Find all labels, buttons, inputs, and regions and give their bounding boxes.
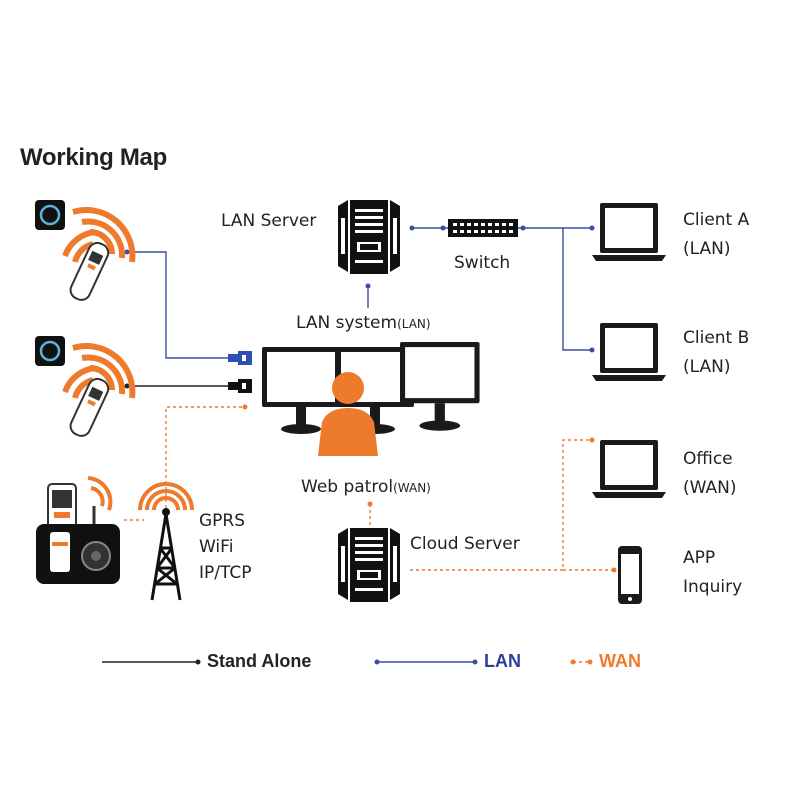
- legend-wan-line: [570, 659, 593, 665]
- lan-server-icon: [338, 200, 400, 274]
- patrol-reader-icon: [35, 336, 132, 439]
- gprs-label: GPRS WiFi IP/TCP: [199, 511, 252, 583]
- client-a-label: Client A (LAN): [683, 210, 750, 259]
- laptop-icon: [592, 323, 666, 381]
- usb-plug-icon: [228, 379, 252, 393]
- lan-connections: [127, 227, 592, 359]
- desk-dock-icon: [36, 476, 120, 584]
- app-inquiry-label: APP Inquiry: [683, 548, 743, 597]
- patrol-reader-icon: [35, 200, 132, 303]
- stand-alone-connection: [124, 383, 228, 389]
- radio-tower-icon: [138, 482, 194, 601]
- cloud-server-label: Cloud Server: [410, 534, 520, 554]
- usb-plug-icon: [228, 351, 252, 365]
- laptop-icon: [592, 440, 666, 498]
- legend-lan: LAN: [484, 651, 521, 671]
- network-switch-icon: [448, 219, 518, 237]
- smartphone-icon: [618, 546, 642, 604]
- diagram-title: Working Map: [20, 144, 167, 171]
- operator-person-icon: [318, 372, 378, 456]
- lan-server-label: LAN Server: [221, 211, 317, 231]
- lan-system-label: LAN system(LAN): [296, 313, 431, 333]
- legend-wan: WAN: [599, 651, 641, 671]
- monitor-icon: [400, 342, 480, 431]
- laptop-icon: [592, 203, 666, 261]
- legend-stand-alone-line: [102, 659, 201, 665]
- web-patrol-label: Web patrol(WAN): [301, 477, 431, 497]
- office-label: Office (WAN): [683, 449, 737, 498]
- switch-label: Switch: [454, 253, 511, 273]
- legend-lan-line: [374, 659, 478, 665]
- legend-stand-alone: Stand Alone: [207, 651, 312, 671]
- client-b-label: Client B (LAN): [683, 328, 750, 377]
- cloud-server-icon: [338, 528, 400, 602]
